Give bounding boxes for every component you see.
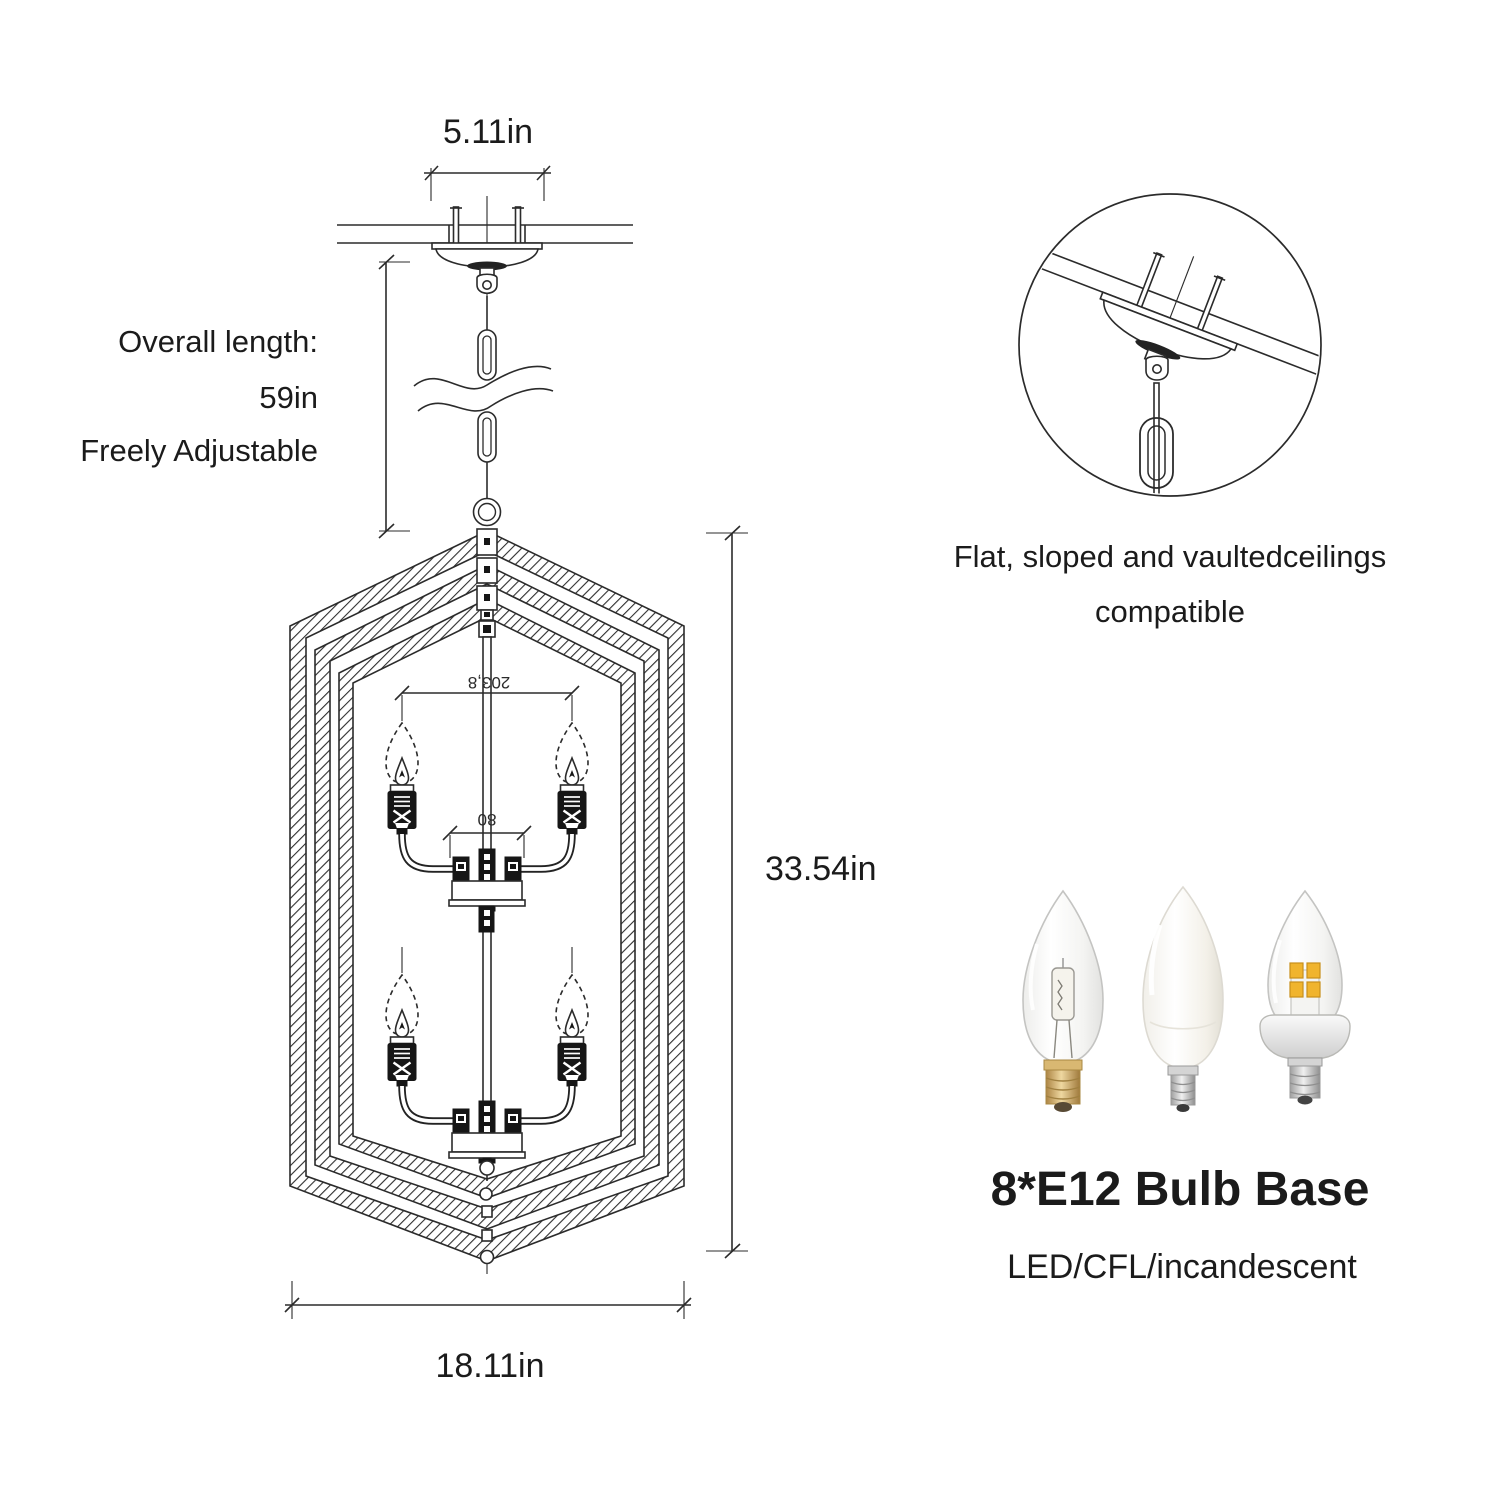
cfl-bulb-icon	[1142, 885, 1224, 1112]
led-bulb-icon	[1259, 889, 1351, 1105]
mounting-plate	[431, 242, 543, 250]
frame-top-connectors	[476, 528, 498, 638]
overall-length-label: Overall length:	[118, 324, 318, 359]
chain	[413, 296, 554, 527]
arm-spacing-label: 80	[478, 810, 497, 829]
inner-width-label: 203,8	[468, 673, 511, 692]
frame-width-label: 18.11in	[435, 1347, 544, 1385]
dimension-canopy-width: 5.11in	[424, 113, 551, 201]
bulb-base-heading: 8*E12 Bulb Base	[991, 1163, 1370, 1216]
dimension-arm-spacing: 80	[442, 810, 532, 858]
tier-1-candles	[386, 695, 588, 933]
overall-length-dimension: Overall length: 59in Freely Adjustable	[80, 254, 410, 539]
top-ring	[472, 497, 502, 527]
bulb-images	[1022, 885, 1351, 1112]
halogen-bulb-icon	[1022, 889, 1104, 1112]
tier-2-candles	[386, 947, 588, 1181]
inset-caption-line1: Flat, sloped and vaultedceilings	[954, 539, 1387, 574]
bottom-finial	[479, 1249, 495, 1265]
dimension-inner-width: 203,8	[394, 673, 580, 701]
frame-height-label: 33.54in	[765, 850, 877, 888]
sloped-ceiling-mount	[1021, 239, 1319, 382]
frame-bottom-connectors	[479, 1187, 495, 1274]
inset-chain	[1139, 355, 1174, 494]
canopy-width-label: 5.11in	[443, 113, 533, 151]
ceiling-mount	[337, 196, 633, 300]
inset-caption: Flat, sloped and vaultedceilings compati…	[954, 539, 1387, 629]
break-line	[413, 365, 552, 390]
overall-length-value: 59in	[259, 380, 318, 415]
overall-length-note: Freely Adjustable	[80, 433, 318, 468]
bulb-type-subheading: LED/CFL/incandescent	[1007, 1248, 1357, 1286]
break-line	[417, 387, 554, 412]
height-dimension: 33.54in	[706, 525, 877, 1259]
inset-detail-circle	[1018, 193, 1322, 497]
inset-caption-line2: compatible	[1095, 594, 1245, 629]
width-dimension: 18.11in	[284, 1281, 692, 1385]
